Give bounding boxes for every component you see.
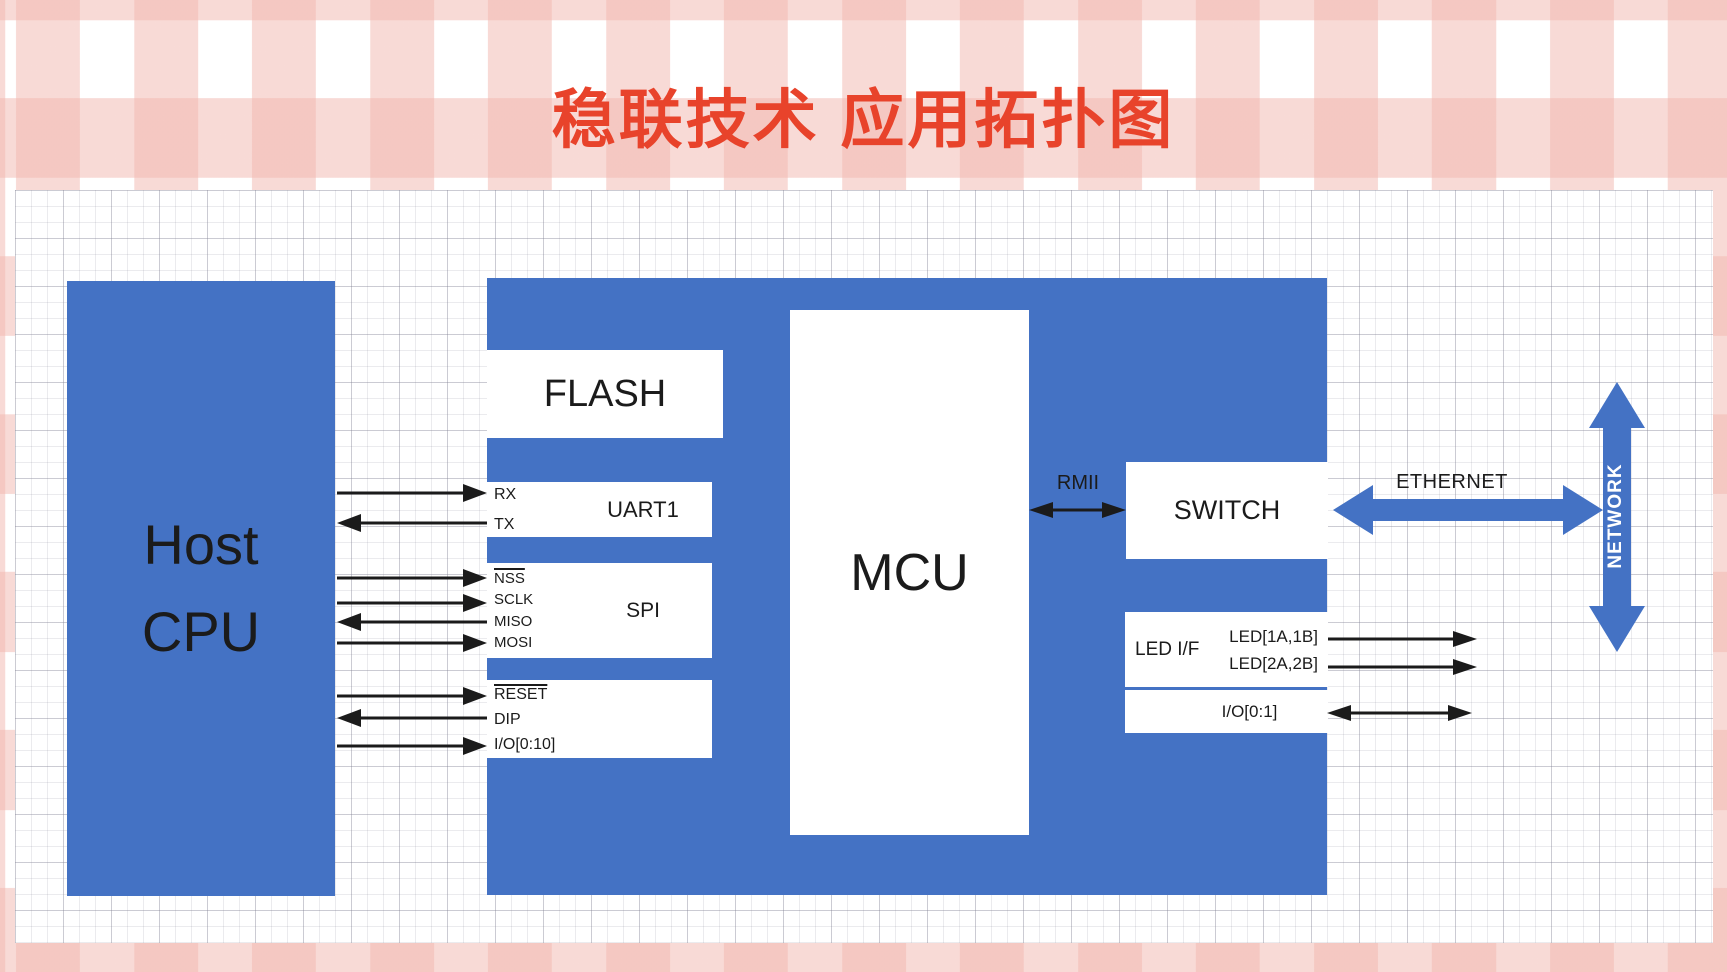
flash-block: FLASH — [487, 350, 723, 438]
signal-led-2a-2b: LED[2A,2B] — [1229, 653, 1318, 673]
signal-nss: NSS — [494, 569, 525, 587]
diagram-canvas: Host CPU FLASH RX TX UART1 NSS SCLK MISO… — [15, 190, 1713, 943]
uart1-signals: RX TX — [487, 482, 574, 537]
signal-tx: TX — [494, 515, 515, 533]
control-signals-block: RESET DIP I/O[0:10] — [487, 680, 712, 758]
signal-dip: DIP — [494, 710, 521, 728]
signal-reset: RESET — [494, 685, 548, 703]
mcu-label: MCU — [850, 543, 969, 602]
led-if-label: LED I/F — [1135, 638, 1200, 660]
io-0-1-block: I/O[0:1] — [1125, 690, 1328, 733]
signal-led-1a-1b: LED[1A,1B] — [1229, 626, 1318, 646]
page-title: 稳联技术 应用拓扑图 — [551, 84, 1176, 156]
signal-io-0-10: I/O[0:10] — [494, 735, 556, 753]
spi-signals: NSS SCLK MISO MOSI — [487, 563, 574, 658]
led-if-block: LED I/F LED[1A,1B] LED[2A,2B] — [1125, 612, 1328, 687]
led-if-signals: LED[1A,1B] LED[2A,2B] — [1199, 612, 1328, 687]
control-signals: RESET DIP I/O[0:10] — [487, 680, 634, 758]
arrow-tx — [337, 514, 487, 532]
switch-label: SWITCH — [1173, 495, 1281, 525]
arrow-led-2 — [1328, 659, 1477, 675]
arrow-nss — [337, 569, 487, 587]
arrow-reset — [337, 687, 487, 705]
uart1-label: UART1 — [607, 496, 679, 522]
arrow-miso — [337, 613, 487, 631]
signal-rx: RX — [494, 485, 517, 503]
signal-io-0-1: I/O[0:1] — [1221, 701, 1278, 721]
signal-mosi: MOSI — [494, 634, 533, 651]
arrow-sclk — [337, 594, 487, 612]
ethernet-label: ETHERNET — [1396, 471, 1508, 493]
host-cpu-label-line2: CPU — [141, 599, 261, 663]
spi-label: SPI — [626, 598, 660, 622]
arrow-led-1 — [1328, 631, 1477, 647]
spi-block: NSS SCLK MISO MOSI SPI — [487, 563, 712, 658]
uart1-block: RX TX UART1 — [487, 482, 712, 537]
mcu-module-block: FLASH RX TX UART1 NSS SCLK MISO MOSI SPI… — [487, 278, 1328, 895]
rmii-label: RMII — [1056, 472, 1100, 494]
signal-sclk: SCLK — [494, 591, 534, 608]
flash-label: FLASH — [543, 372, 667, 415]
network-label: NETWORK — [1605, 463, 1626, 569]
arrow-io-0-10 — [337, 737, 487, 755]
mcu-block: MCU — [790, 310, 1029, 835]
arrow-io-0-1 — [1327, 705, 1472, 721]
arrow-rx — [337, 484, 487, 502]
arrow-mosi — [337, 634, 487, 652]
signal-miso: MISO — [494, 612, 533, 630]
host-cpu-block: Host CPU — [67, 281, 335, 896]
host-cpu-label-line1: Host — [143, 512, 259, 576]
arrow-dip — [337, 709, 487, 727]
switch-block: SWITCH — [1126, 462, 1328, 559]
